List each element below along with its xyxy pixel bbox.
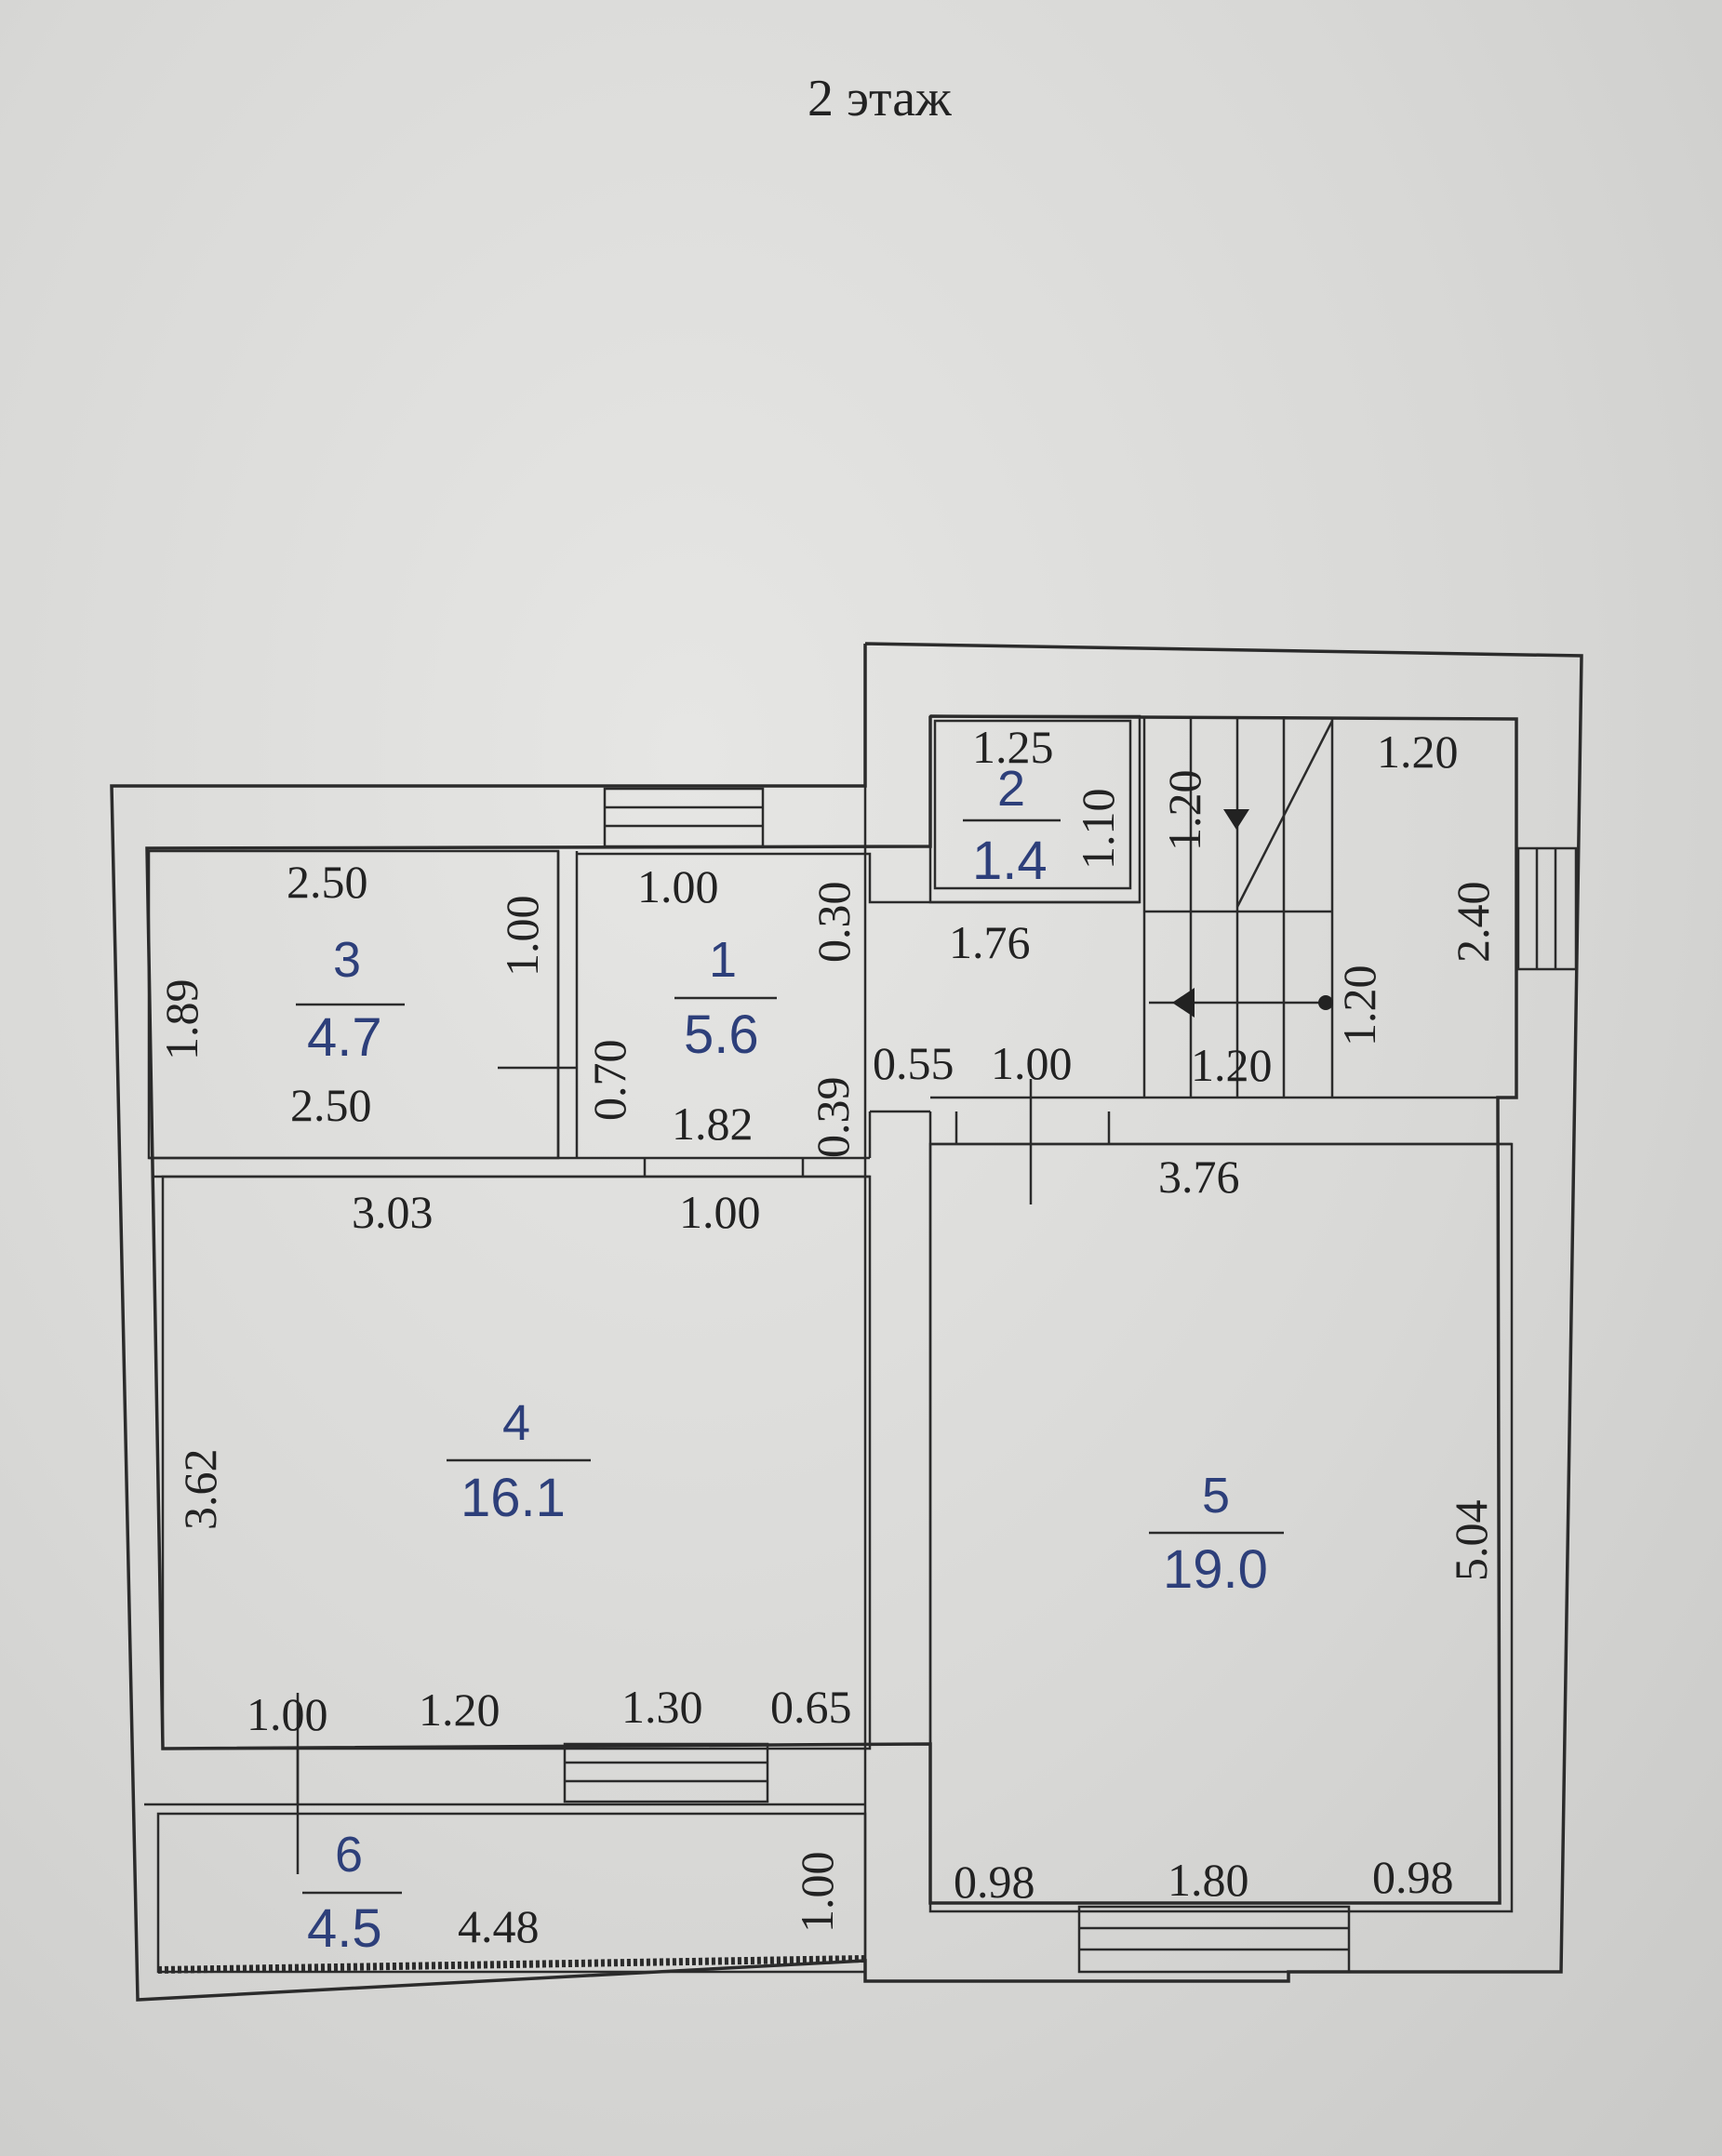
dimension-label: 1.82 xyxy=(672,1098,754,1150)
room-5-outline xyxy=(928,1142,1514,1913)
dimension-label: 1.20 xyxy=(1191,1039,1273,1091)
dimension-label: 3.03 xyxy=(352,1186,434,1238)
dimension-label: 3.76 xyxy=(1158,1151,1240,1203)
dimension-label: 1.10 xyxy=(1072,789,1124,871)
dimension-label: 0.65 xyxy=(770,1681,852,1733)
dimension-label: 1.20 xyxy=(419,1684,501,1736)
dimension-label: 1.89 xyxy=(155,979,207,1061)
dimension-label: 1.00 xyxy=(496,896,548,978)
room-6-number: 6 xyxy=(335,1827,363,1883)
room-5-number: 5 xyxy=(1202,1468,1230,1524)
dimension-label: 1.00 xyxy=(247,1688,328,1740)
window-room4 xyxy=(563,1742,769,1803)
dimension-label: 4.48 xyxy=(458,1900,540,1952)
floor-title: 2 этаж xyxy=(808,70,952,127)
balcony-railing xyxy=(157,1955,866,1974)
dimension-label: 1.20 xyxy=(1333,965,1385,1047)
room-4-number: 4 xyxy=(502,1395,530,1451)
room-2-inner xyxy=(933,719,1132,890)
dimension-label: 2.40 xyxy=(1447,882,1499,964)
window-top xyxy=(603,787,765,848)
dimension-label: 0.70 xyxy=(583,1040,635,1122)
dimension-label: 1.20 xyxy=(1158,770,1210,852)
dimension-label: 0.98 xyxy=(1372,1851,1454,1903)
room-3-number: 3 xyxy=(333,932,361,988)
dimension-label: 1.00 xyxy=(991,1037,1073,1089)
room-1-area: 5.6 xyxy=(684,1005,759,1065)
dimension-label: 1.30 xyxy=(621,1681,703,1733)
dimension-label: 0.98 xyxy=(954,1856,1035,1908)
dimension-label: 2.50 xyxy=(287,856,368,908)
staircase xyxy=(1142,716,1334,1098)
dimension-label: 0.55 xyxy=(873,1037,954,1089)
room-4-area: 16.1 xyxy=(461,1468,566,1528)
dimension-label: 3.62 xyxy=(174,1449,226,1531)
dimension-label: 1.00 xyxy=(637,860,719,912)
dimension-label: 0.39 xyxy=(807,1077,859,1159)
dimension-label: 1.00 xyxy=(679,1186,761,1238)
room-6-outline xyxy=(156,1812,867,1974)
room-1-number: 1 xyxy=(709,932,737,988)
room-4-outline xyxy=(161,1175,872,1750)
room-2-outline xyxy=(928,714,1141,904)
dimension-label: 1.76 xyxy=(949,916,1031,968)
dimension-label: 1.00 xyxy=(791,1852,843,1934)
window-right xyxy=(1516,846,1578,971)
stair-marker-icon xyxy=(1318,995,1333,1010)
room-2-area: 1.4 xyxy=(972,831,1048,891)
stair-arrow-icon xyxy=(1172,988,1195,1018)
room-3-area: 4.7 xyxy=(307,1007,382,1068)
dimension-label: 2.50 xyxy=(290,1079,372,1131)
dimension-label: 1.25 xyxy=(972,721,1054,773)
dimension-label: 5.04 xyxy=(1445,1500,1497,1582)
dimension-label: 1.20 xyxy=(1377,725,1459,778)
room-2-number: 2 xyxy=(997,761,1025,817)
window-room5 xyxy=(1077,1905,1351,1974)
stair-arrow-icon xyxy=(1223,809,1249,830)
dimension-label: 1.80 xyxy=(1168,1854,1249,1906)
room-5-area: 19.0 xyxy=(1163,1539,1268,1600)
room-6-area: 4.5 xyxy=(307,1898,382,1959)
dimension-label: 0.30 xyxy=(808,882,860,964)
